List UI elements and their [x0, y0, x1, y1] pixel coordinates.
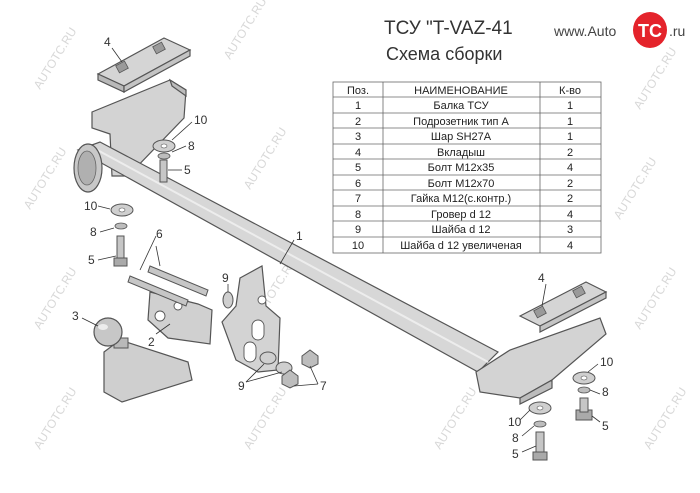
grover-washer-right	[577, 386, 591, 394]
callout-label: 9	[238, 379, 245, 393]
parts-table: Поз. НАИМЕНОВАНИЕ К-во 1 Балка ТСУ 1 2 П…	[332, 81, 602, 254]
table-cell-name: Болт М12х70	[428, 178, 495, 190]
washer-d12-pair	[259, 351, 293, 375]
table-cell-qty: 2	[567, 178, 573, 190]
table-cell-qty: 4	[567, 209, 573, 221]
callout-label: 1	[296, 229, 303, 243]
table-cell-pos: 10	[352, 240, 364, 252]
watermark-text: AUTOTC.RU	[611, 155, 660, 222]
table-cell-qty: 2	[567, 147, 573, 159]
watermark-text: AUTOTC.RU	[31, 385, 80, 452]
table-cell-qty: 4	[567, 240, 573, 252]
table-cell-pos: 6	[355, 178, 361, 190]
table-cell-qty: 1	[567, 131, 573, 143]
washer-large-left	[110, 203, 134, 217]
watermark-text: AUTOTC.RU	[631, 265, 680, 332]
logo-suffix: .ru	[669, 23, 685, 39]
spacer-plate-left	[96, 37, 192, 94]
table-grid	[332, 81, 602, 254]
callout-label: 3	[72, 309, 79, 323]
callout-label: 5	[88, 253, 95, 267]
bolt-m12x35-left	[113, 235, 128, 267]
callout-label: 6	[156, 227, 163, 241]
diagram-title: ТСУ "T-VAZ-41	[384, 18, 513, 39]
table-cell-qty: 1	[567, 116, 573, 128]
bolt-m12x35-lower-center	[532, 431, 548, 461]
callout-label: 9	[222, 271, 229, 285]
watermark-text: AUTOTC.RU	[31, 25, 80, 92]
table-cell-name: Шайба d 12	[432, 224, 491, 236]
callout-label: 4	[538, 271, 545, 285]
table-header-name: НАИМЕНОВАНИЕ	[414, 85, 508, 97]
callout-label: 4	[104, 35, 111, 49]
table-cell-name: Шар SH27A	[431, 131, 492, 143]
callout-label: 5	[602, 419, 609, 433]
callout-label: 10	[84, 199, 98, 213]
diagram-subtitle: Схема сборки	[386, 44, 502, 64]
grover-washer-lower	[533, 420, 547, 428]
callout-label: 5	[512, 447, 519, 461]
watermark-text: AUTOTC.RU	[21, 145, 70, 212]
table-cell-name: Гровер d 12	[431, 209, 491, 221]
watermark-text: AUTOTC.RU	[431, 385, 480, 452]
table-cell-pos: 3	[355, 131, 361, 143]
table-cell-pos: 5	[355, 162, 361, 174]
watermark-text: AUTOTC.RU	[241, 125, 290, 192]
table-cell-qty: 2	[567, 193, 573, 205]
watermark-text: AUTOTC.RU	[631, 45, 680, 112]
tow-ball	[93, 317, 193, 403]
callout-label: 7	[320, 379, 327, 393]
callout-label: 8	[90, 225, 97, 239]
table-cell-pos: 9	[355, 224, 361, 236]
callout-label: 8	[602, 385, 609, 399]
callout-label: 2	[148, 335, 155, 349]
nut-m12-pair	[281, 349, 319, 389]
watermark-text: AUTOTC.RU	[221, 0, 270, 62]
callout-label: 5	[184, 163, 191, 177]
callout-leaders	[81, 47, 601, 453]
grover-washer-left	[114, 222, 128, 230]
table-cell-pos: 1	[355, 100, 361, 112]
callout-label: 10	[600, 355, 614, 369]
grover-washer-upper	[157, 152, 171, 160]
logo-badge	[633, 12, 667, 48]
callout-label: 10	[508, 415, 522, 429]
table-cell-name: Шайба d 12 увеличеная	[400, 240, 522, 252]
brand-logo: www.Auto TC .ru	[553, 12, 685, 48]
washer-large-upper	[152, 139, 176, 153]
logo-url-text: www.Auto	[553, 23, 616, 39]
bolt-m12x35-upper	[159, 159, 168, 183]
table-cell-qty: 4	[567, 162, 573, 174]
table-cell-pos: 8	[355, 209, 361, 221]
table-cell-name: Гайка М12(с.контр.)	[411, 193, 511, 205]
washer-large-lower	[528, 401, 552, 415]
washer-d12-single	[222, 291, 234, 309]
right-mounting-bracket	[475, 317, 607, 405]
spacer-plate-right	[518, 281, 608, 333]
table-cell-qty: 3	[567, 224, 573, 236]
table-cell-name: Вкладыш	[437, 147, 485, 159]
table-cell-name: Болт М12х35	[428, 162, 495, 174]
logo-badge-text: TC	[638, 21, 662, 41]
table-header-qty: К-во	[559, 85, 581, 97]
table-cell-pos: 7	[355, 193, 361, 205]
center-socket-plate	[221, 265, 281, 373]
tow-bar-beam	[73, 141, 499, 373]
callout-label: 8	[512, 431, 519, 445]
table-cell-name: Подрозетник тип А	[413, 116, 509, 128]
bolt-m12x70-pair	[127, 265, 209, 307]
table-cell-pos: 2	[355, 116, 361, 128]
table-cell-pos: 4	[355, 147, 361, 159]
watermark-text: AUTOTC.RU	[641, 385, 690, 452]
callout-label: 8	[188, 139, 195, 153]
washer-large-right	[572, 371, 596, 385]
callout-label: 10	[194, 113, 208, 127]
table-cell-qty: 1	[567, 100, 573, 112]
watermark-text: AUTOTC.RU	[241, 385, 290, 452]
bolt-m12x35-lower-right	[575, 397, 593, 421]
table-cell-name: Балка ТСУ	[433, 100, 489, 112]
table-header-pos: Поз.	[347, 85, 369, 97]
